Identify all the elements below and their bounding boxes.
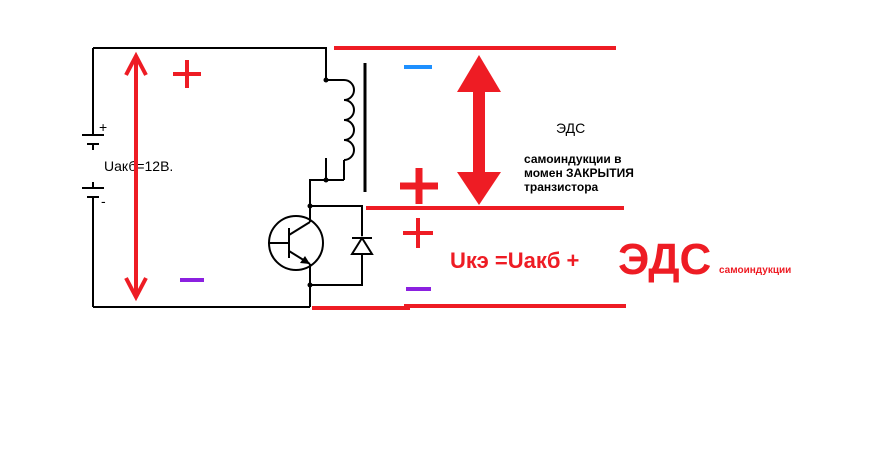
plus-mark-battery: [173, 60, 201, 88]
inductor-coil: [326, 79, 355, 181]
node-coil-bottom: [323, 177, 329, 183]
battery-minus-label: -: [101, 193, 106, 209]
plus-mark-coil: [400, 168, 438, 204]
wire-left-top: [93, 47, 327, 80]
wire-diode-bottom: [310, 254, 363, 286]
node-diode-top: [307, 203, 313, 209]
emf-arrow: [457, 55, 501, 205]
emf-title: ЭДС: [556, 120, 585, 136]
formula-subscript: самоиндукции: [719, 265, 791, 276]
diode-symbol: [350, 236, 374, 255]
formula-emf: ЭДС: [618, 235, 711, 284]
plus-mark-transistor: [403, 218, 433, 248]
wire-diode-top: [310, 205, 363, 236]
emf-caption-line1: самоиндукции в: [524, 152, 621, 166]
emf-caption-line3: транзистора: [524, 180, 599, 194]
battery-symbol: [82, 128, 104, 200]
battery-voltage-arrow: [124, 51, 148, 302]
emf-caption-line2: момен ЗАКРЫТИЯ: [524, 166, 634, 180]
formula-main: Uкэ =Uакб +: [450, 248, 579, 273]
transistor-npn: [268, 215, 324, 271]
node-diode-bottom: [307, 282, 313, 288]
circuit-wiring: [92, 47, 363, 308]
transistor-emitter-arrow: [300, 256, 310, 264]
wire-coil-bottom: [309, 158, 327, 215]
battery-plus-label: +: [99, 119, 107, 135]
node-coil-top: [323, 77, 329, 83]
battery-voltage-label: Uакб=12В.: [104, 158, 173, 174]
